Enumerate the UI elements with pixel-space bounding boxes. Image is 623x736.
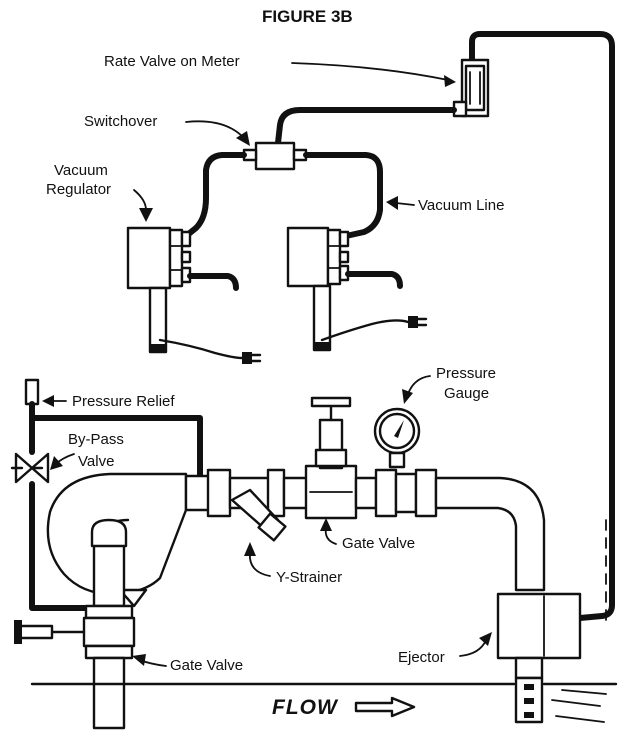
arrow-icon [50, 453, 75, 470]
pressure-relief-label: Pressure Relief [72, 393, 175, 410]
gate-valve-lower-label: Gate Valve [170, 657, 243, 674]
rate-valve-meter [452, 31, 615, 621]
valve-handwheel-icon [14, 620, 54, 644]
vacuum-line-label: Vacuum Line [418, 197, 504, 214]
arrow-icon [402, 375, 431, 404]
arrow-icon [132, 654, 167, 667]
gauge-icon [373, 407, 421, 469]
arrow-icon [291, 62, 456, 87]
pressure-gauge-label-2: Gauge [444, 385, 489, 402]
y-strainer-label: Y-Strainer [276, 569, 342, 586]
valve-handwheel-icon [310, 396, 352, 408]
arrow-icon [386, 196, 415, 210]
arrow-icon [185, 120, 250, 146]
y-strainer [230, 488, 287, 542]
arrow-icon [244, 542, 271, 577]
vacuum-regulator-left [126, 226, 244, 360]
figure-title: FIGURE 3B [262, 7, 353, 26]
main-pipe [184, 464, 546, 592]
ejector [496, 592, 582, 724]
arrow-icon [42, 395, 67, 407]
ejector-label: Ejector [398, 649, 445, 666]
switchover [183, 107, 457, 239]
plug-icon [408, 316, 428, 328]
gate-valve-lower [50, 604, 136, 730]
pressure-relief [24, 378, 203, 611]
switchover-label: Switchover [84, 113, 157, 130]
vacuum-regulator-label-1: Vacuum [54, 162, 108, 179]
gate-valve-upper [314, 404, 348, 470]
flow-arrow-icon [354, 696, 416, 718]
pressure-gauge-label-1: Pressure [436, 365, 496, 382]
arrow-icon [459, 632, 492, 657]
vacuum-regulator-right [286, 226, 410, 352]
bypass-valve [10, 452, 50, 484]
gate-valve-upper-label: Gate Valve [342, 535, 415, 552]
plug-icon [242, 352, 262, 364]
bypass-valve-label-1: By-Pass [68, 431, 124, 448]
rate-valve-label: Rate Valve on Meter [104, 53, 240, 70]
vacuum-regulator-label-2: Regulator [46, 181, 111, 198]
flow-label: FLOW [272, 696, 339, 719]
arrow-icon [133, 189, 153, 222]
pump [46, 472, 188, 608]
arrow-icon [320, 518, 337, 545]
bypass-valve-label-2: Valve [78, 453, 114, 470]
